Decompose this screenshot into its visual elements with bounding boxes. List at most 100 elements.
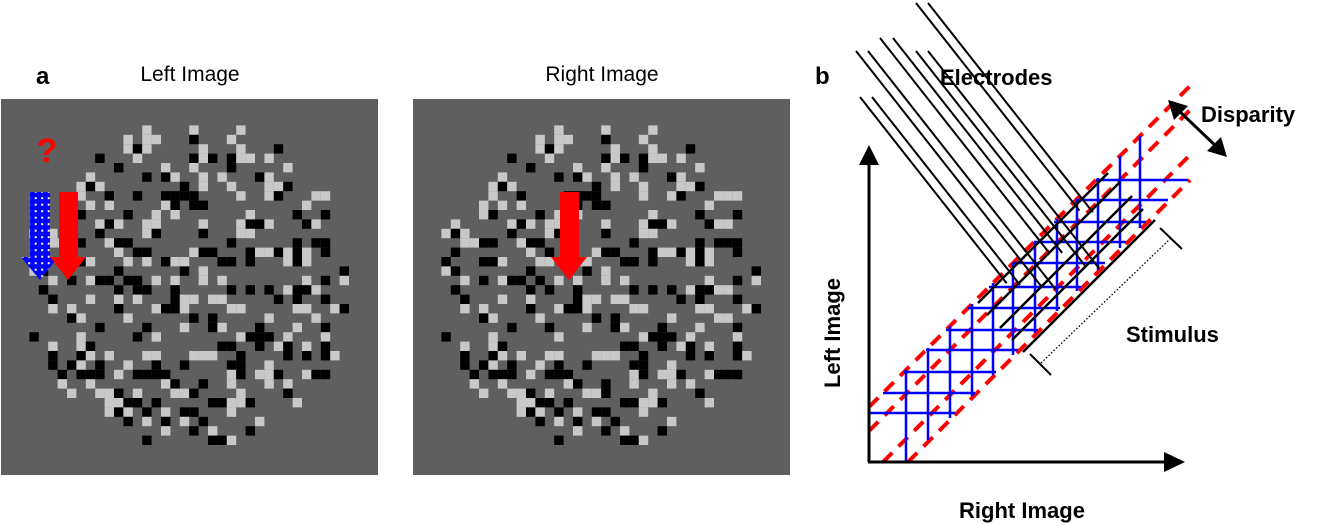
dot <box>620 341 630 351</box>
dot <box>104 407 114 417</box>
dot <box>208 247 218 257</box>
dot <box>648 388 658 398</box>
dot <box>516 200 526 210</box>
dot <box>189 294 199 304</box>
dot <box>151 210 161 220</box>
dot <box>563 398 573 408</box>
dot <box>695 285 705 295</box>
dot <box>283 341 293 351</box>
dot <box>629 379 639 389</box>
y-axis-label: Left Image <box>820 278 845 388</box>
dot <box>601 351 611 361</box>
dot <box>123 407 133 417</box>
dot <box>554 228 564 239</box>
dot <box>273 294 284 304</box>
dot <box>76 332 86 342</box>
dot <box>170 294 180 304</box>
dot <box>264 153 274 163</box>
dot <box>732 210 743 220</box>
dot <box>554 360 564 370</box>
dot <box>469 238 479 248</box>
stimulus-extent-marker <box>1029 227 1183 376</box>
dot <box>132 275 143 286</box>
dot <box>170 172 180 182</box>
dot <box>142 351 152 361</box>
dot <box>198 200 208 210</box>
dot <box>311 285 321 295</box>
dot <box>320 275 331 286</box>
dot <box>132 247 143 257</box>
dot <box>601 426 611 436</box>
dot <box>714 369 724 380</box>
dot <box>620 398 630 408</box>
dot <box>704 369 714 380</box>
dot <box>676 172 686 182</box>
dot <box>283 351 293 361</box>
electrodes-label: Electrodes <box>940 65 1053 90</box>
dot <box>667 219 677 229</box>
dot <box>714 313 724 323</box>
dot <box>132 144 143 154</box>
dot <box>255 247 265 257</box>
dot <box>535 407 545 417</box>
dot <box>189 388 199 398</box>
dot <box>526 388 536 398</box>
dot <box>264 181 274 192</box>
dot <box>142 125 152 135</box>
dot <box>526 238 536 248</box>
dot <box>76 181 86 192</box>
dot <box>283 163 293 173</box>
electrode-line <box>915 2 1081 212</box>
disparity-label: Disparity <box>1201 102 1296 127</box>
dot <box>638 163 649 173</box>
dot <box>151 360 161 370</box>
dot <box>460 228 470 239</box>
dot <box>676 153 686 163</box>
dot <box>535 398 545 408</box>
dot <box>601 388 611 398</box>
y-axis-arrow-icon <box>859 145 879 165</box>
dot <box>170 257 180 267</box>
dot <box>544 388 555 398</box>
dot <box>198 416 208 427</box>
dot <box>142 228 152 239</box>
dot <box>535 238 545 248</box>
dot <box>123 210 133 220</box>
dot <box>255 322 265 333</box>
dot <box>488 360 498 370</box>
dot <box>320 294 331 304</box>
dot <box>638 181 649 192</box>
dot <box>95 275 105 286</box>
dot <box>85 369 96 380</box>
dot <box>507 153 517 163</box>
dot <box>591 351 602 361</box>
dot <box>732 238 743 248</box>
dot <box>76 191 86 201</box>
dot <box>104 275 114 286</box>
dot <box>302 369 312 380</box>
dot <box>554 275 564 286</box>
dot <box>198 275 208 286</box>
dot <box>226 407 237 417</box>
dot <box>516 407 526 417</box>
dot <box>563 379 573 389</box>
dot <box>76 369 86 380</box>
dot <box>161 304 171 314</box>
dot <box>67 360 77 370</box>
dot <box>236 125 246 135</box>
dot <box>179 266 190 276</box>
disparity-double-arrow-icon <box>1168 100 1227 157</box>
dot <box>544 398 555 408</box>
dot <box>732 351 743 361</box>
dot <box>554 134 564 145</box>
dot <box>450 219 461 229</box>
dot <box>497 275 508 286</box>
dot <box>460 275 470 286</box>
dot <box>302 351 312 361</box>
dot <box>488 332 498 342</box>
dot <box>526 398 536 408</box>
dot <box>441 266 451 276</box>
dot <box>648 153 658 163</box>
dot <box>198 153 208 163</box>
dot <box>283 379 293 389</box>
